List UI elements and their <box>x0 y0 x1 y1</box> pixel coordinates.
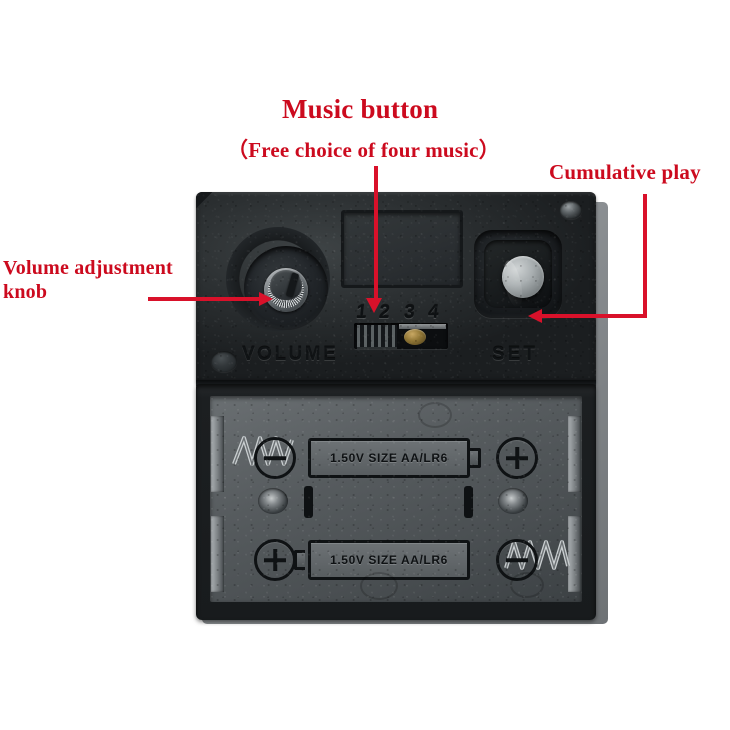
selector-metal-bar <box>399 324 446 329</box>
selector-number-3: 3 <box>402 302 416 323</box>
arrowhead-cumulative-play <box>528 309 542 323</box>
contact-strip-left-top <box>211 416 224 492</box>
volume-label: VOLUME <box>242 344 339 365</box>
leader-line-music-button <box>374 166 378 300</box>
selector-pin-header[interactable] <box>357 325 397 349</box>
tray-rivet-left <box>258 488 288 514</box>
battery-slot-top: 1.50V SIZE AA/LR6 <box>308 438 470 478</box>
mounting-hole-bottom-left <box>211 351 237 372</box>
panel-seam <box>196 380 596 386</box>
annotation-volume-knob-title: Volume adjustment knob <box>3 257 173 304</box>
contact-strip-left-bottom <box>211 516 224 592</box>
set-button-highlight <box>500 258 526 310</box>
clock-movement-module: VOLUME 1 2 3 4 SET <box>196 192 608 624</box>
moulded-circle-1 <box>360 572 398 600</box>
battery-compartment: 1.50V SIZE AA/LR6 1.50V SIZE AA/LR6 <box>196 384 596 620</box>
melody-selector-slot[interactable] <box>354 323 448 349</box>
set-button-well <box>474 230 562 318</box>
volume-potentiometer[interactable] <box>264 268 308 312</box>
knob-adjust-slot[interactable] <box>285 272 300 298</box>
set-button[interactable] <box>500 256 544 310</box>
annotation-music-button-title: Music button <box>282 94 439 124</box>
leader-line-volume-knob <box>148 297 260 301</box>
battery-marking-top: 1.50V SIZE AA/LR6 <box>330 451 448 465</box>
knob-cap <box>270 270 302 300</box>
annotation-music-button-subtitle: （Free choice of four music） <box>227 138 500 162</box>
moulded-circle-2 <box>418 402 452 428</box>
mounting-hole-top-right <box>560 201 582 219</box>
tray-rivet-right <box>498 488 528 514</box>
arrowhead-volume-knob <box>259 292 273 306</box>
battery-marking-bottom: 1.50V SIZE AA/LR6 <box>330 553 448 567</box>
contact-strip-right-bottom <box>568 516 581 592</box>
battery-terminal-nub-top <box>470 448 481 468</box>
panel-chamfer <box>196 192 214 210</box>
battery-terminal-nub-bottom <box>294 550 305 570</box>
label-recess-panel <box>341 210 463 288</box>
selector-number-4: 4 <box>426 302 440 323</box>
set-label: SET <box>492 344 538 365</box>
set-button-recess <box>484 240 552 310</box>
annotation-cumulative-play-title: Cumulative play <box>549 160 701 184</box>
control-panel: VOLUME 1 2 3 4 SET <box>196 192 596 384</box>
leader-line-cumulative-play-horizontal <box>542 314 645 318</box>
battery-tray: 1.50V SIZE AA/LR6 1.50V SIZE AA/LR6 <box>210 396 582 602</box>
contact-tab-left <box>304 486 313 518</box>
selector-brass-contact <box>404 329 426 345</box>
leader-line-cumulative-play-vertical <box>643 194 647 318</box>
volume-knob-well <box>244 246 328 330</box>
moulded-circle-3 <box>510 572 544 598</box>
contact-tab-right <box>464 486 473 518</box>
polarity-plus-top-right <box>496 437 538 479</box>
contact-strip-right-top <box>568 416 581 492</box>
polarity-minus-top-left <box>254 437 296 479</box>
polarity-plus-bottom-left <box>254 539 296 581</box>
arrowhead-music-button <box>366 298 382 313</box>
